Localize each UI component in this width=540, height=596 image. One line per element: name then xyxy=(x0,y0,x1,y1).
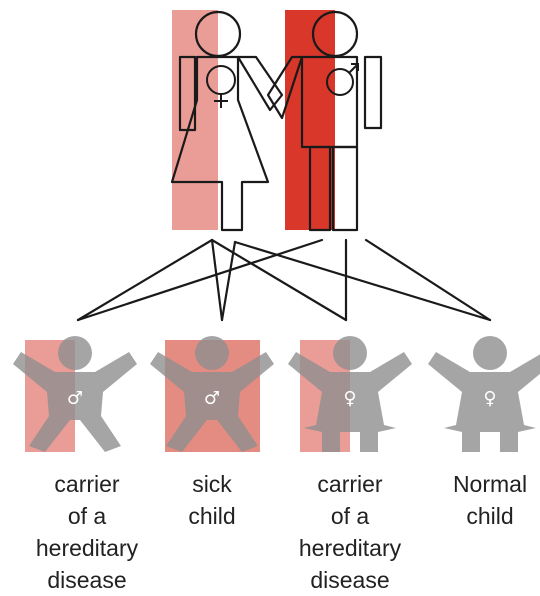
caption-line: disease xyxy=(12,564,162,596)
child-2-caption: sick child xyxy=(137,468,287,532)
caption-line: hereditary xyxy=(12,532,162,564)
caption-line: sick xyxy=(137,468,287,500)
child-1-male-symbol-icon: ♂ xyxy=(67,388,83,409)
caption-line: hereditary xyxy=(275,532,425,564)
caption-line: carrier xyxy=(275,468,425,500)
caption-line: disease xyxy=(275,564,425,596)
child-2-male-symbol-icon: ♂ xyxy=(204,388,220,409)
caption-line: of a xyxy=(275,500,425,532)
caption-line: Normal xyxy=(415,468,540,500)
child-3-female-symbol-icon: ♀ xyxy=(343,388,356,409)
caption-line: child xyxy=(415,500,540,532)
caption-line: child xyxy=(137,500,287,532)
child-4-female-symbol-icon: ♀ xyxy=(483,388,496,409)
child-3-caption: carrier of a hereditary disease xyxy=(275,468,425,596)
inheritance-lines xyxy=(78,240,490,320)
child-4-caption: Normal child xyxy=(415,468,540,532)
